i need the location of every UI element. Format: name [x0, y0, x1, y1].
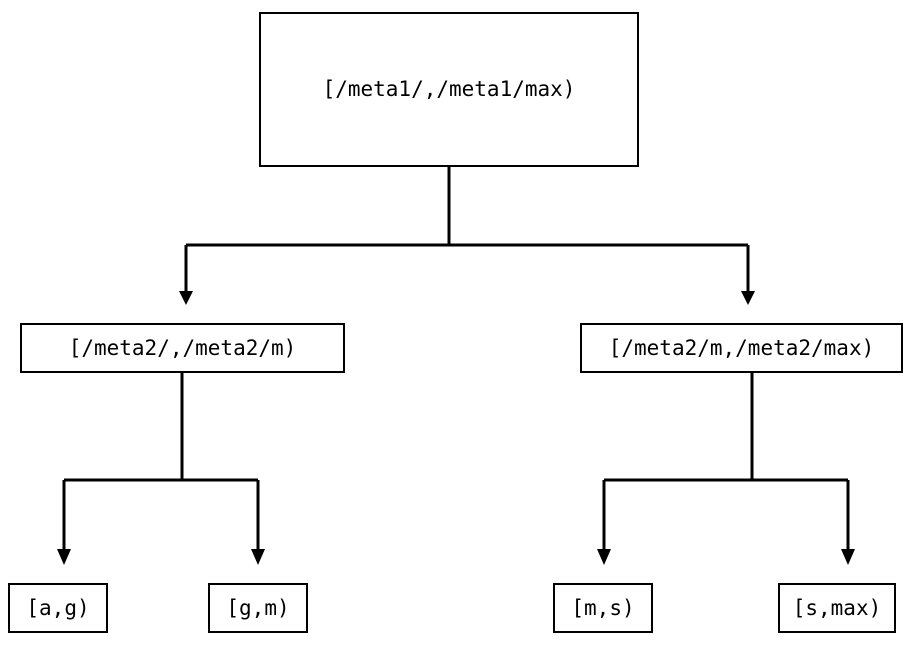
- tree-node-leaf-4-label: [s,max): [792, 595, 882, 620]
- arrowhead-to-leaf-1: [57, 549, 71, 565]
- tree-node-leaf-2[interactable]: [g,m): [208, 583, 308, 633]
- tree-node-leaf-2-label: [g,m): [226, 595, 290, 620]
- tree-node-mid-left[interactable]: [/meta2/,/meta2/m): [20, 323, 345, 373]
- tree-node-mid-left-label: [/meta2/,/meta2/m): [68, 335, 297, 360]
- tree-node-root[interactable]: [/meta1/,/meta1/max): [259, 12, 639, 167]
- tree-node-leaf-1-label: [a,g): [26, 595, 90, 620]
- tree-node-mid-right-label: [/meta2/m,/meta2/max): [608, 335, 875, 360]
- tree-node-leaf-3-label: [m,s): [571, 595, 635, 620]
- arrowhead-to-leaf-3: [597, 549, 611, 565]
- arrowhead-to-mid-right: [741, 291, 755, 305]
- tree-node-mid-right[interactable]: [/meta2/m,/meta2/max): [580, 323, 903, 373]
- tree-node-leaf-3[interactable]: [m,s): [553, 583, 653, 633]
- arrowhead-to-mid-left: [179, 291, 193, 305]
- arrowhead-to-leaf-2: [251, 549, 265, 565]
- tree-node-root-label: [/meta1/,/meta1/max): [322, 77, 576, 101]
- tree-node-leaf-4[interactable]: [s,max): [778, 583, 896, 633]
- arrowhead-to-leaf-4: [841, 549, 855, 565]
- tree-node-leaf-1[interactable]: [a,g): [8, 583, 108, 633]
